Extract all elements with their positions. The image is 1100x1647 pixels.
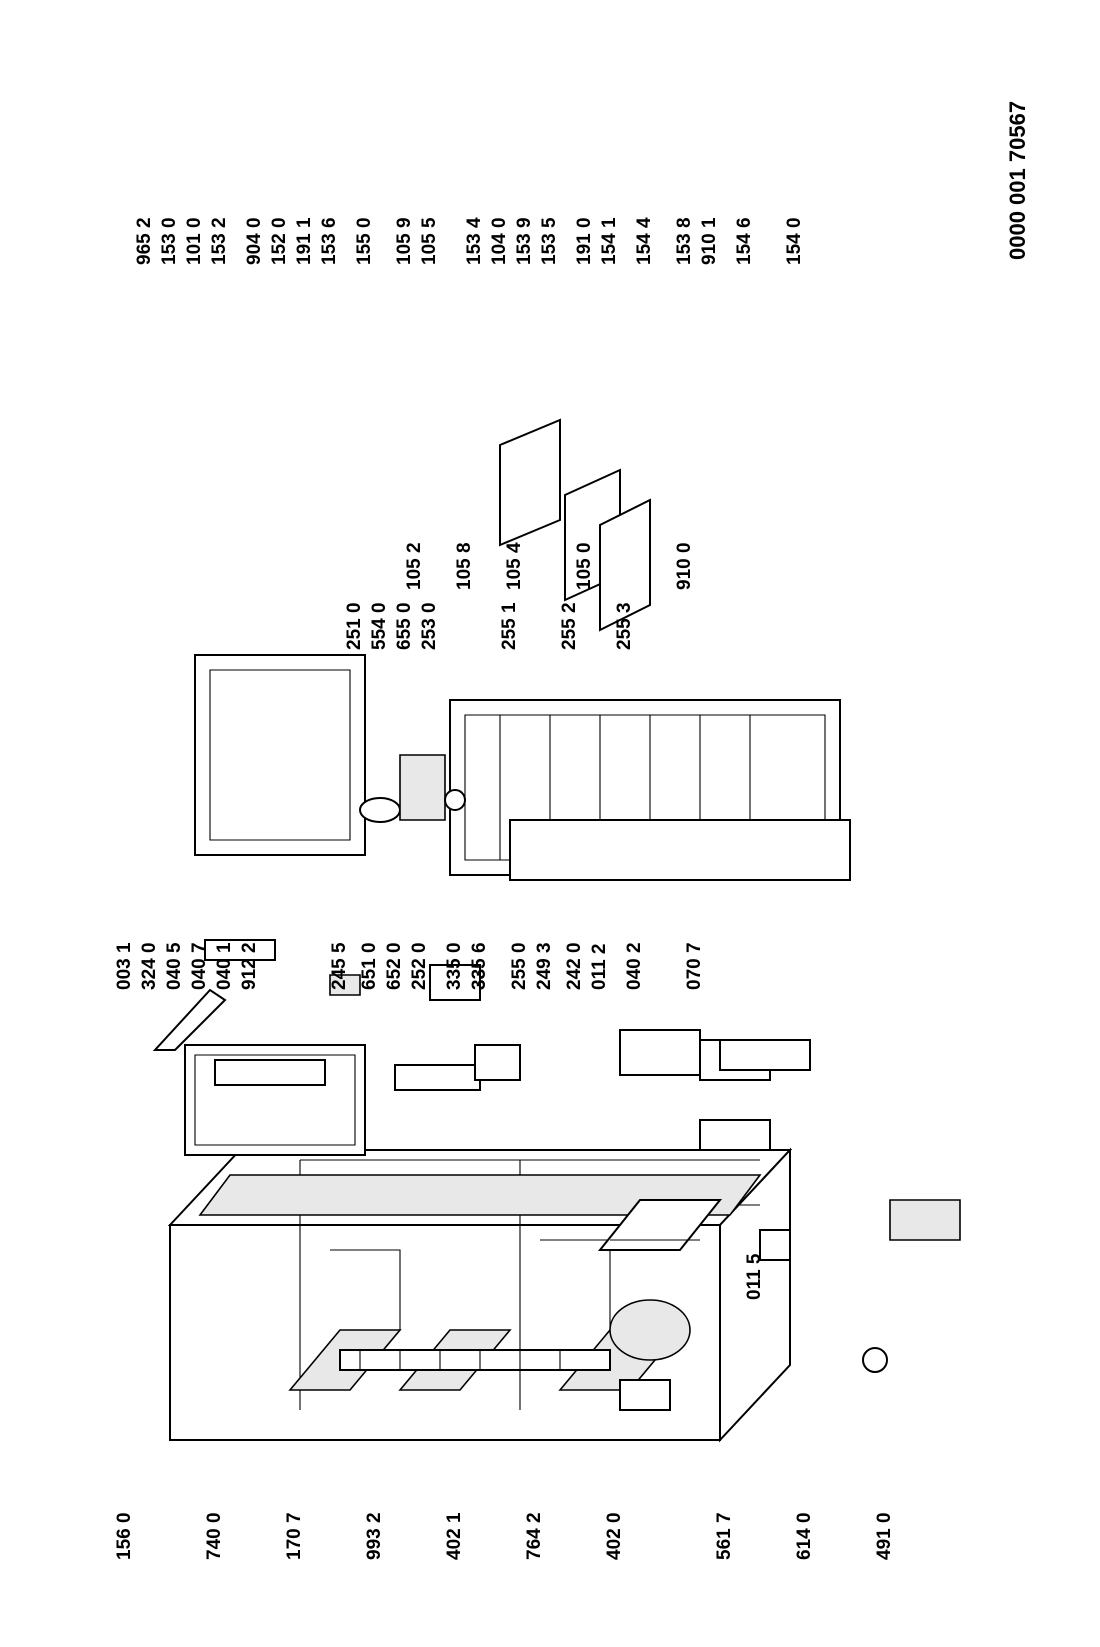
condenser [339, 1349, 611, 1371]
label-1052: 105 2 [404, 542, 425, 590]
label-9101: 910 1 [699, 217, 720, 265]
label-0402: 040 2 [624, 942, 645, 990]
label-3350: 335 0 [444, 942, 465, 990]
label-6520: 652 0 [384, 942, 405, 990]
label-1911: 191 1 [294, 217, 315, 265]
label-2455: 245 5 [329, 942, 350, 990]
label-1707: 170 7 [284, 1512, 305, 1560]
label-1540: 154 0 [784, 217, 805, 265]
document-id: 0000 001 70567 [1005, 101, 1030, 260]
label-9652: 965 2 [134, 217, 155, 265]
label-3356: 335 6 [469, 942, 490, 990]
label-2493: 249 3 [534, 942, 555, 990]
compressor [609, 1299, 691, 1411]
label-1050: 105 0 [574, 542, 595, 590]
label-0707: 070 7 [684, 942, 705, 990]
label-1541: 154 1 [599, 217, 620, 265]
label-2420: 242 0 [564, 942, 585, 990]
label-0115: 011 5 [744, 1253, 765, 1300]
label-9100: 910 0 [674, 542, 695, 590]
label-7642: 764 2 [524, 1512, 545, 1560]
label-0407: 040 7 [189, 942, 210, 990]
door-bins [152, 939, 811, 1091]
label-1560: 156 0 [114, 1512, 135, 1560]
fridge-door [449, 699, 851, 881]
label-2530: 253 0 [419, 602, 440, 650]
label-1532: 153 2 [209, 217, 230, 265]
label-4021: 402 1 [444, 1512, 465, 1560]
label-2552: 255 2 [559, 602, 580, 650]
label-2551: 255 1 [499, 602, 520, 650]
label-3240: 324 0 [139, 942, 160, 990]
label-9932: 993 2 [364, 1512, 385, 1560]
label-4020: 402 0 [604, 1512, 625, 1560]
label-9122: 912 2 [239, 942, 260, 990]
label-0405: 040 5 [164, 942, 185, 990]
label-0112: 011 2 [589, 944, 610, 991]
label-2510: 251 0 [344, 602, 365, 650]
label-1059: 105 9 [394, 217, 415, 265]
label-4910: 491 0 [874, 1512, 895, 1560]
label-5617: 561 7 [714, 1512, 735, 1560]
label-1544: 154 4 [634, 217, 655, 265]
label-5540: 554 0 [369, 602, 390, 650]
label-1040: 104 0 [489, 217, 510, 265]
label-1058: 105 8 [454, 542, 475, 590]
label-7400: 740 0 [204, 1512, 225, 1560]
label-9040: 904 0 [244, 217, 265, 265]
label-1010: 101 0 [184, 217, 205, 265]
label-1534: 153 4 [464, 217, 485, 265]
label-1550: 155 0 [354, 217, 375, 265]
label-0031: 003 1 [114, 942, 135, 990]
label-1054: 105 4 [504, 542, 525, 590]
part-labels: 003 1 324 0 040 5 040 7 040 1 912 2 245 … [114, 217, 895, 1560]
label-1055: 105 5 [419, 217, 440, 265]
label-1546: 154 6 [734, 217, 755, 265]
label-2550: 255 0 [509, 942, 530, 990]
label-2553: 255 3 [614, 602, 635, 650]
glass-shelves [499, 418, 651, 632]
label-6510: 651 0 [359, 942, 380, 990]
label-0401: 040 1 [214, 942, 235, 990]
label-1530: 153 0 [159, 217, 180, 265]
thermostat-assembly [359, 754, 466, 823]
label-1910: 191 0 [574, 217, 595, 265]
label-6140: 614 0 [794, 1512, 815, 1560]
label-2520: 252 0 [409, 942, 430, 990]
refrigerator-cabinet [167, 1147, 793, 1443]
label-1520: 152 0 [269, 217, 290, 265]
label-1539: 153 9 [514, 217, 535, 265]
label-1535: 153 5 [539, 217, 560, 265]
label-1538: 153 8 [674, 217, 695, 265]
label-6550: 655 0 [394, 602, 415, 650]
bottom-parts [699, 1119, 961, 1373]
label-1536: 153 6 [319, 217, 340, 265]
